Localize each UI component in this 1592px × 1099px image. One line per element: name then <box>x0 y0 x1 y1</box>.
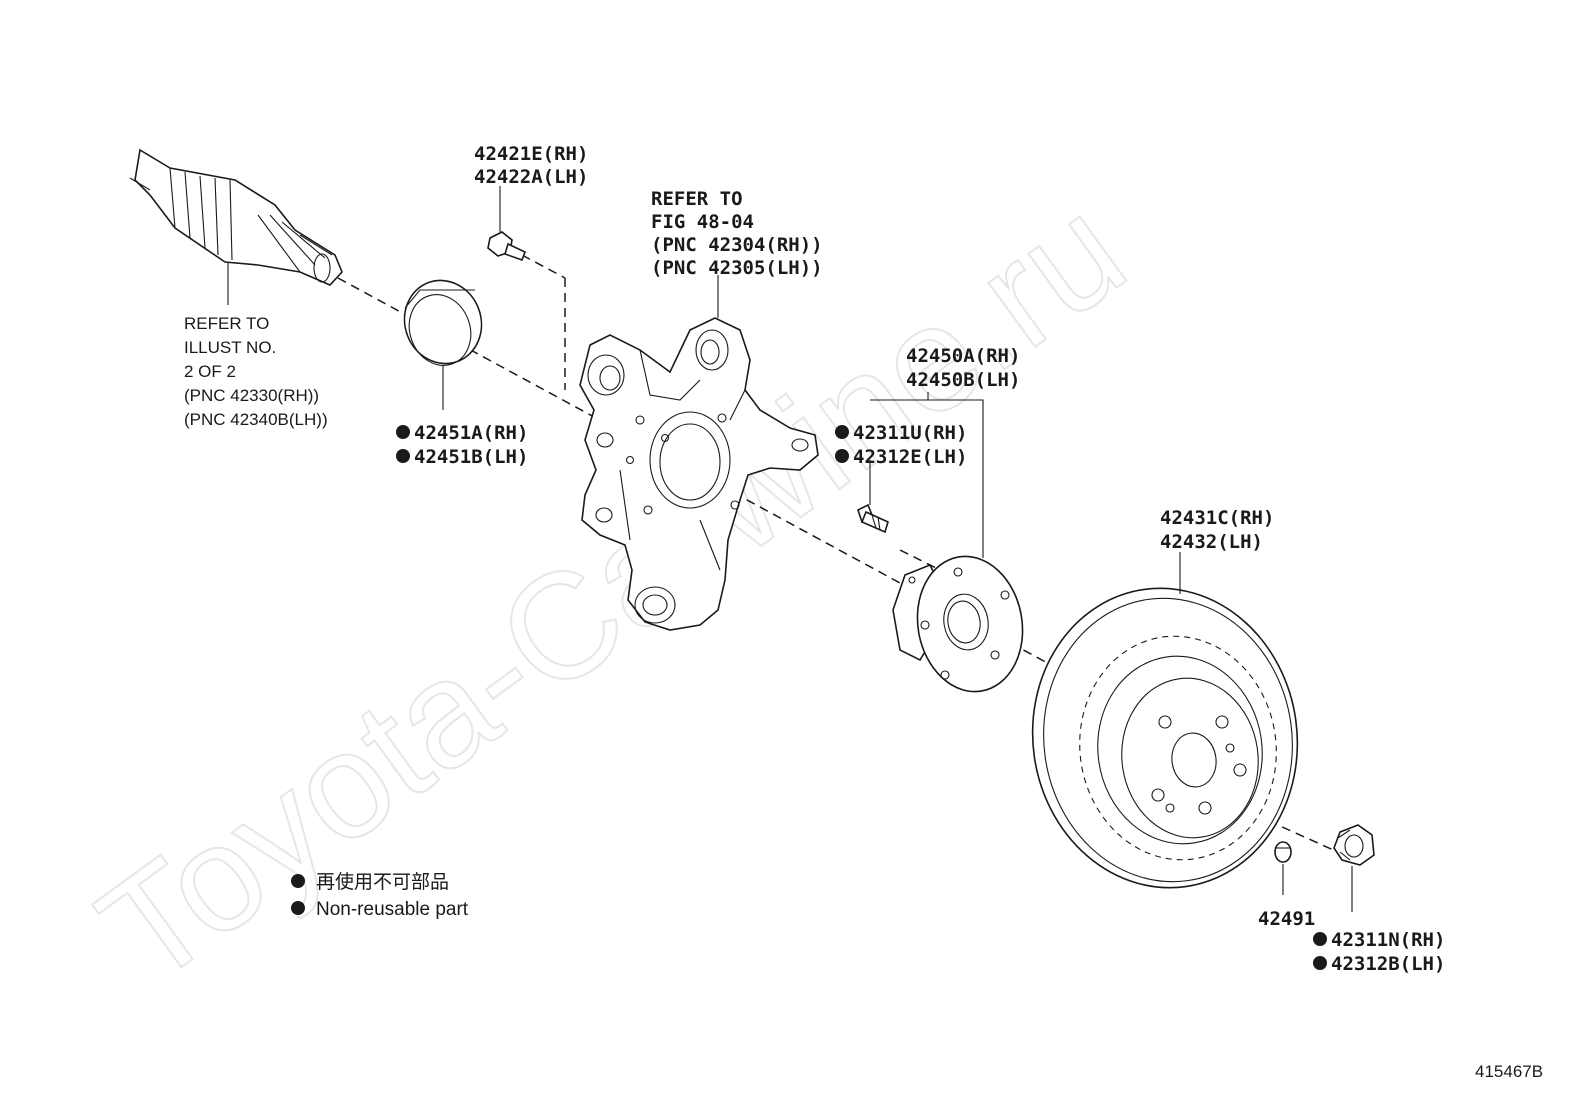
label-driveshaft-ref-2: ILLUST NO. <box>184 338 276 357</box>
label-knuckle-ref-2: FIG 48-04 <box>651 211 754 233</box>
steering-knuckle[interactable] <box>579 317 819 631</box>
brake-disc[interactable] <box>1013 571 1316 905</box>
hub-bolt[interactable] <box>857 503 889 534</box>
legend-dot <box>291 874 305 888</box>
label-knuckle-ref-3: (PNC 42304(RH)) <box>651 234 823 256</box>
non-reusable-dot <box>396 425 410 439</box>
drive-shaft[interactable] <box>129 148 343 286</box>
label-knuckle-ref-1: REFER TO <box>651 188 743 210</box>
non-reusable-dot <box>396 449 410 463</box>
label-knuckle-ref-4: (PNC 42305(LH)) <box>651 257 823 279</box>
label-nut-rh: 42311N(RH) <box>1331 929 1445 951</box>
figure-id: 415467B <box>1475 1062 1543 1081</box>
label-plug: 42491 <box>1258 908 1315 930</box>
label-seal-lh: 42451B(LH) <box>414 446 528 468</box>
legend-dot <box>291 901 305 915</box>
label-seal-rh: 42451A(RH) <box>414 422 528 444</box>
label-hub-bolt-lh: 42312E(LH) <box>853 446 967 468</box>
label-disc-rh: 42431C(RH) <box>1160 507 1274 529</box>
label-bolt-lh: 42422A(LH) <box>474 166 588 188</box>
seal-ring[interactable] <box>393 270 493 375</box>
label-driveshaft-ref-4: (PNC 42330(RH)) <box>184 386 319 405</box>
label-driveshaft-ref-1: REFER TO <box>184 314 269 333</box>
label-nut-lh: 42312B(LH) <box>1331 953 1445 975</box>
hole-plug[interactable] <box>1274 841 1292 863</box>
label-driveshaft-ref-5: (PNC 42340B(LH)) <box>184 410 328 429</box>
axis-line-bolt <box>521 254 566 279</box>
non-reusable-dot <box>1313 932 1327 946</box>
label-hub-lh: 42450B(LH) <box>906 369 1020 391</box>
non-reusable-dot <box>1313 956 1327 970</box>
non-reusable-dot <box>835 425 849 439</box>
legend-jp: 再使用不可部品 <box>316 871 449 893</box>
label-bolt-rh: 42421E(RH) <box>474 143 588 165</box>
legend-en: Non-reusable part <box>316 899 469 920</box>
hub-nut[interactable] <box>1333 824 1375 866</box>
label-hub-bolt-rh: 42311U(RH) <box>853 422 967 444</box>
label-driveshaft-ref-3: 2 OF 2 <box>184 362 236 381</box>
knuckle-bolt[interactable] <box>487 231 527 262</box>
label-disc-lh: 42432(LH) <box>1160 531 1263 553</box>
leader-hub <box>870 399 984 558</box>
hub-bearing[interactable] <box>892 548 1033 700</box>
label-hub-rh: 42450A(RH) <box>906 345 1020 367</box>
non-reusable-dot <box>835 449 849 463</box>
